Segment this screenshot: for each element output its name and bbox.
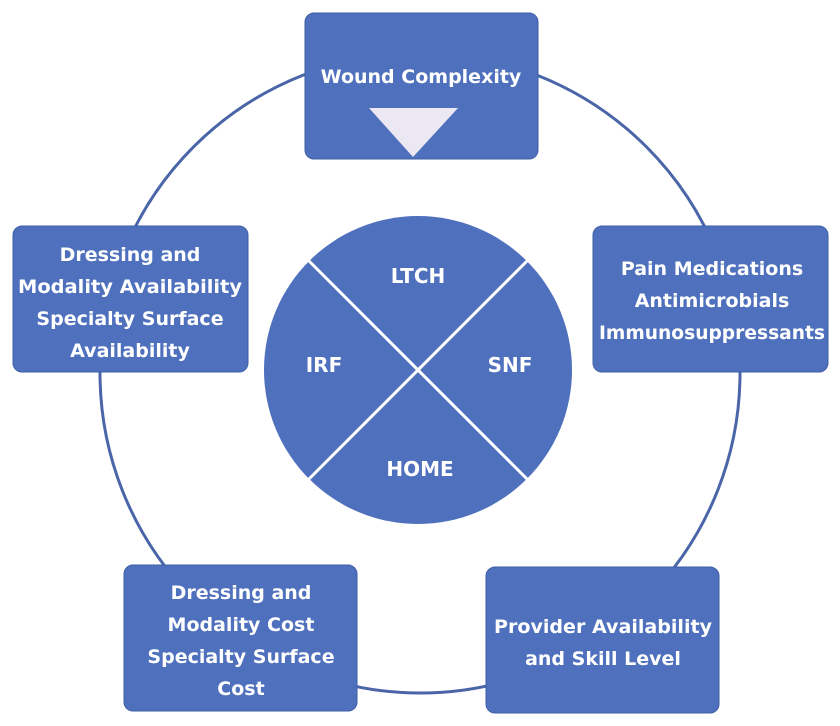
quadrant-label-ltch: LTCH bbox=[391, 264, 446, 288]
box-cost-line-3: Specialty Surface bbox=[147, 646, 334, 668]
down-triangle-icon bbox=[369, 108, 458, 157]
box-medications-line-2: Antimicrobials bbox=[635, 290, 790, 312]
box-cost-line-4: Cost bbox=[217, 678, 264, 700]
box-provider-line-2: and Skill Level bbox=[525, 648, 681, 670]
box-availability-line-3: Specialty Surface bbox=[36, 308, 223, 330]
box-cost-line-1: Dressing and bbox=[171, 582, 312, 604]
box-medications: Pain Medications Antimicrobials Immunosu… bbox=[592, 225, 829, 373]
center-circle: LTCH SNF HOME IRF bbox=[264, 216, 572, 524]
quadrant-label-home: HOME bbox=[386, 457, 453, 481]
box-availability-line-2: Modality Availability bbox=[18, 276, 243, 298]
box-medications-line-1: Pain Medications bbox=[621, 258, 803, 280]
box-medications-line-3: Immunosuppressants bbox=[599, 322, 825, 344]
box-availability-line-1: Dressing and bbox=[60, 244, 201, 266]
box-provider: Provider Availability and Skill Level bbox=[485, 566, 720, 714]
box-cost-line-2: Modality Cost bbox=[168, 614, 315, 636]
box-cost: Dressing and Modality Cost Specialty Sur… bbox=[123, 564, 358, 712]
quadrant-label-irf: IRF bbox=[306, 353, 343, 377]
box-provider-line-1: Provider Availability bbox=[494, 616, 713, 638]
box-wound-complexity-line-1: Wound Complexity bbox=[321, 66, 522, 88]
box-availability-line-4: Availability bbox=[70, 340, 190, 362]
box-wound-complexity: Wound Complexity bbox=[304, 12, 539, 160]
center-divider-2 bbox=[307, 259, 529, 481]
box-availability: Dressing and Modality Availability Speci… bbox=[12, 225, 249, 373]
quadrant-label-snf: SNF bbox=[488, 353, 533, 377]
